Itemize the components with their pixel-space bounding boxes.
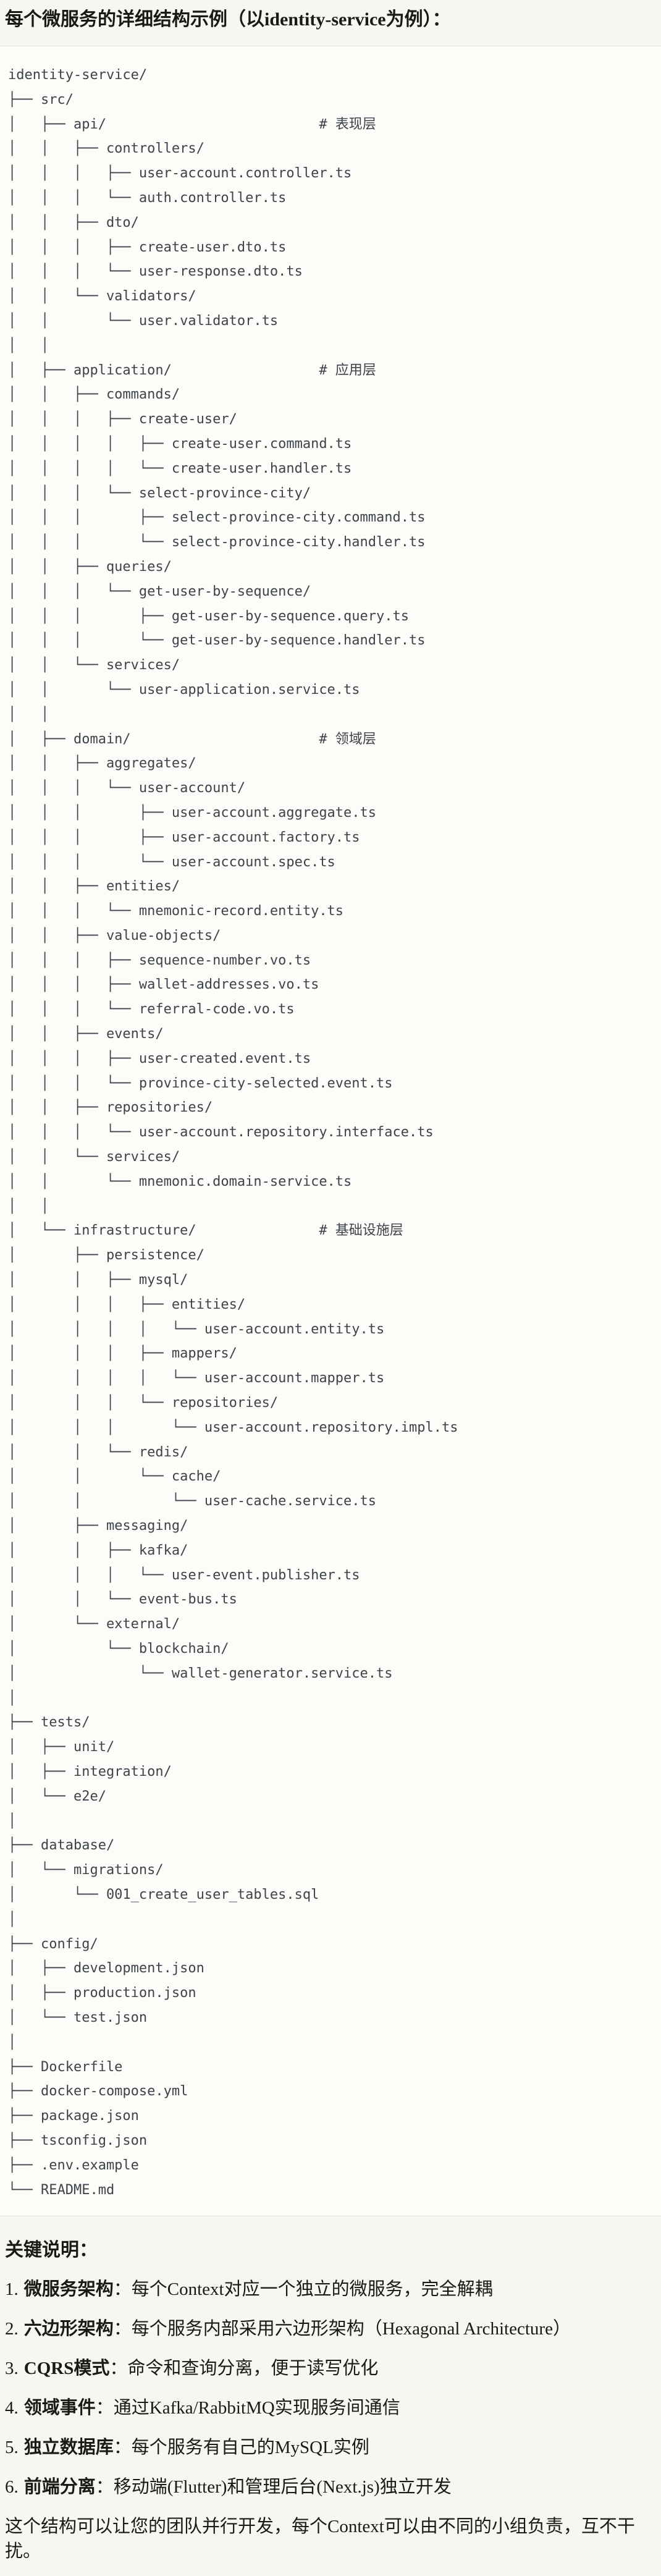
note-item-desc: ：每个服务内部采用六边形架构（Hexagonal Architecture） <box>113 2319 571 2339</box>
note-item-2: 2.六边形架构：每个服务内部采用六边形架构（Hexagonal Architec… <box>5 2316 656 2341</box>
note-item-number: 1. <box>5 2279 19 2300</box>
note-item-number: 3. <box>5 2359 19 2379</box>
note-item-term: 独立数据库 <box>23 2438 114 2458</box>
note-item-term: 微服务架构 <box>23 2279 114 2300</box>
page: 每个微服务的详细结构示例（以identity-service为例）： ident… <box>0 7 661 2564</box>
note-item-desc: ：每个服务有自己的MySQL实例 <box>113 2438 369 2458</box>
note-item-desc: ：每个Context对应一个独立的微服务，完全解耦 <box>113 2279 493 2300</box>
notes-section: 关键说明： 1.微服务架构：每个Context对应一个独立的微服务，完全解耦 2… <box>0 2237 661 2564</box>
closing-paragraph: 这个结构可以让您的团队并行开发，每个Context可以由不同的小组负责，互不干扰… <box>5 2517 635 2562</box>
note-item-desc: ：命令和查询分离，便于读写优化 <box>109 2359 379 2379</box>
note-item-term: 领域事件 <box>23 2398 96 2418</box>
directory-tree: identity-service/ ├── src/ │ ├── api/ # … <box>8 67 458 2198</box>
note-item-1: 1.微服务架构：每个Context对应一个独立的微服务，完全解耦 <box>5 2277 656 2302</box>
note-item-term: 前端分离 <box>23 2477 96 2498</box>
note-item-desc: ：移动端(Flutter)和管理后台(Next.js)独立开发 <box>95 2477 452 2498</box>
note-item-3: 3.CQRS模式：命令和查询分离，便于读写优化 <box>5 2356 656 2381</box>
note-item-number: 5. <box>5 2438 19 2458</box>
note-item-term: CQRS模式 <box>23 2359 110 2379</box>
note-item-number: 6. <box>5 2477 19 2498</box>
note-item-desc: ：通过Kafka/RabbitMQ实现服务间通信 <box>95 2398 400 2418</box>
note-item-number: 4. <box>5 2398 19 2418</box>
note-item-5: 5.独立数据库：每个服务有自己的MySQL实例 <box>5 2435 656 2460</box>
code-block: identity-service/ ├── src/ │ ├── api/ # … <box>0 46 661 2217</box>
note-item-term: 六边形架构 <box>23 2319 114 2339</box>
note-item-6: 6.前端分离：移动端(Flutter)和管理后台(Next.js)独立开发 <box>5 2475 656 2499</box>
note-item-4: 4.领域事件：通过Kafka/RabbitMQ实现服务间通信 <box>5 2396 656 2420</box>
note-item-number: 2. <box>5 2319 19 2339</box>
notes-heading: 关键说明： <box>5 2240 98 2261</box>
page-title: 每个微服务的详细结构示例（以identity-service为例）： <box>5 9 451 30</box>
